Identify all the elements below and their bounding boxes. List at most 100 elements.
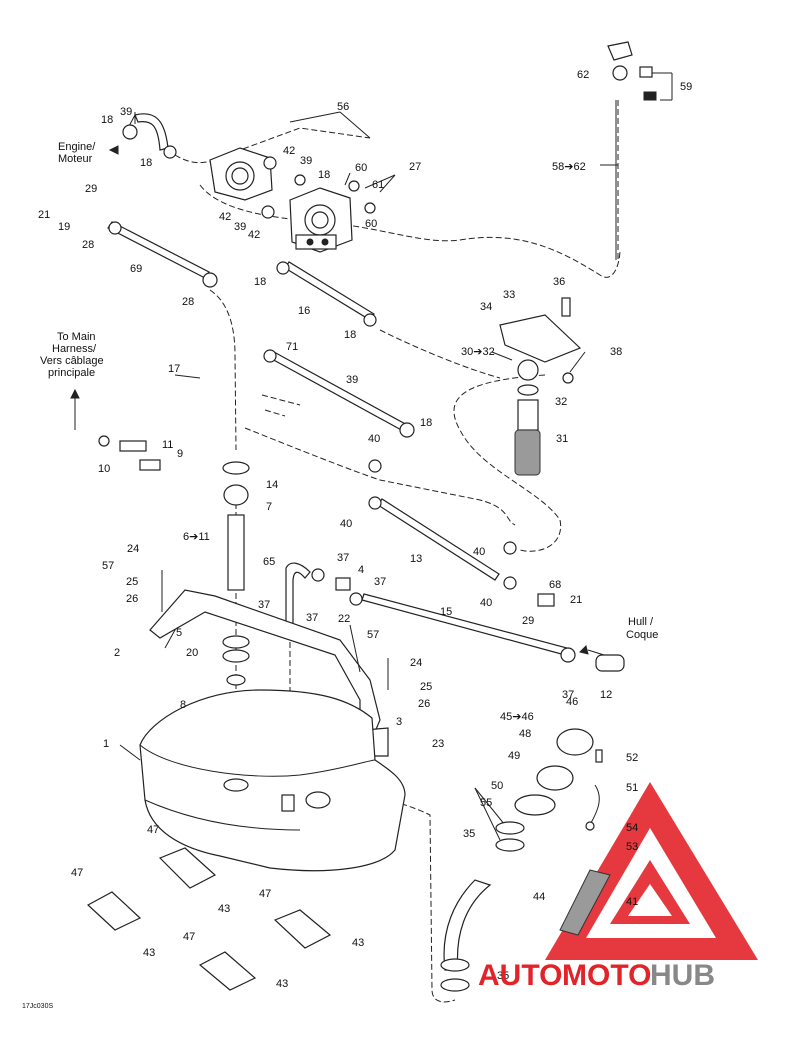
callout: 21 [38,209,50,221]
callout: 52 [626,752,638,764]
callout: 57 [367,629,379,641]
watermark-hub: HUB [650,959,715,992]
callout: 18 [318,169,330,181]
sender-assembly [607,41,657,260]
watermark-moto: MOTO [562,959,651,992]
pickup-parts [98,435,625,672]
callout: 23 [432,738,444,750]
callout: 43 [352,937,364,949]
harness-label-1: To Main [57,331,96,343]
callout: 10 [98,463,110,475]
watermark-auto: AUTO [478,959,562,992]
callout: 69 [130,263,142,275]
harness-label-4: principale [48,367,95,379]
callout: 40 [480,597,492,609]
callout: 11 [162,439,173,451]
callout: 29 [522,615,534,627]
callout: 53 [626,841,638,853]
callout: 25 [126,576,138,588]
callout: 54 [626,822,638,834]
callout: 28 [82,239,94,251]
callout: 39 [346,374,358,386]
callout: 59 [680,81,692,93]
callout: 37 [337,552,349,564]
callout: 37 [258,599,270,611]
callout: 20 [186,647,198,659]
callout: 60 [355,162,367,174]
callout: 17 [168,363,180,375]
callout: 42 [283,145,295,157]
callout: 39 [300,155,312,167]
mounting-pads [86,847,332,991]
callout: 43 [218,903,230,915]
callout: 47 [183,931,195,943]
callout: 37 [306,612,318,624]
hoses [107,113,568,971]
callout: 25 [420,681,432,693]
callout: 37 [562,689,574,701]
callout: 71 [286,341,298,353]
callout: 16 [298,305,310,317]
callout: 32 [555,396,567,408]
callout: 49 [508,750,520,762]
callout: 1 [103,738,109,750]
callout: 18 [101,114,113,126]
callout: 58➔62 [552,161,586,173]
callout: 21 [570,594,582,606]
callout: 42 [248,229,260,241]
harness-label-3: Vers câblage [40,355,104,367]
callout: 15 [440,606,452,618]
callout: 26 [418,698,430,710]
callout: 13 [410,553,422,565]
callout: 44 [533,891,545,903]
callout: 45➔46 [500,711,534,723]
callout: 50 [491,780,503,792]
callout: 7 [266,501,272,513]
callout: 18 [254,276,266,288]
callout: 31 [556,433,568,445]
callout: 22 [338,613,350,625]
callout: 28 [182,296,194,308]
callout: 33 [503,289,515,301]
callout: 35 [463,828,475,840]
callout: 55 [480,797,492,809]
callout: 42 [219,211,231,223]
callout: 8 [180,699,186,711]
callout: 34 [480,301,492,313]
callout: 46 [566,696,578,708]
callout: 18 [344,329,356,341]
callout: 47 [71,867,83,879]
callout: 51 [626,782,638,794]
callout: 3 [396,716,402,728]
callout: 30➔32 [461,346,495,358]
callout: 40 [473,546,485,558]
filler-assembly [514,728,611,936]
callout: 40 [368,433,380,445]
engine-label-2: Moteur [58,153,93,165]
callout-labels: 62 59 56 39 18 18 42 39 18 60 27 61 58➔6… [38,69,692,990]
callout: 39 [120,106,132,118]
harness-label-2: Harness/ [52,343,97,355]
callout: 37 [374,576,386,588]
callout: 41 [626,896,638,908]
callout: 61 [372,179,384,191]
callout: 35 [497,970,509,982]
hull-label-1: Hull / [628,616,654,628]
notes: Engine/ Moteur To Main Harness/ Vers câb… [22,141,658,1010]
callout: 14 [266,479,278,491]
callout: 56 [337,101,349,113]
callout: 27 [409,161,421,173]
callout: 9 [177,448,183,460]
clamps [108,124,576,992]
watermark-triangle [545,782,758,960]
fuel-filter-assembly [499,297,582,476]
callout: 18 [140,157,152,169]
callout: 39 [234,221,246,233]
callout: 47 [147,824,159,836]
callout: 6➔11 [183,531,210,543]
engine-label-1: Engine/ [58,141,96,153]
callout: 24 [410,657,422,669]
callout: 48 [519,728,531,740]
